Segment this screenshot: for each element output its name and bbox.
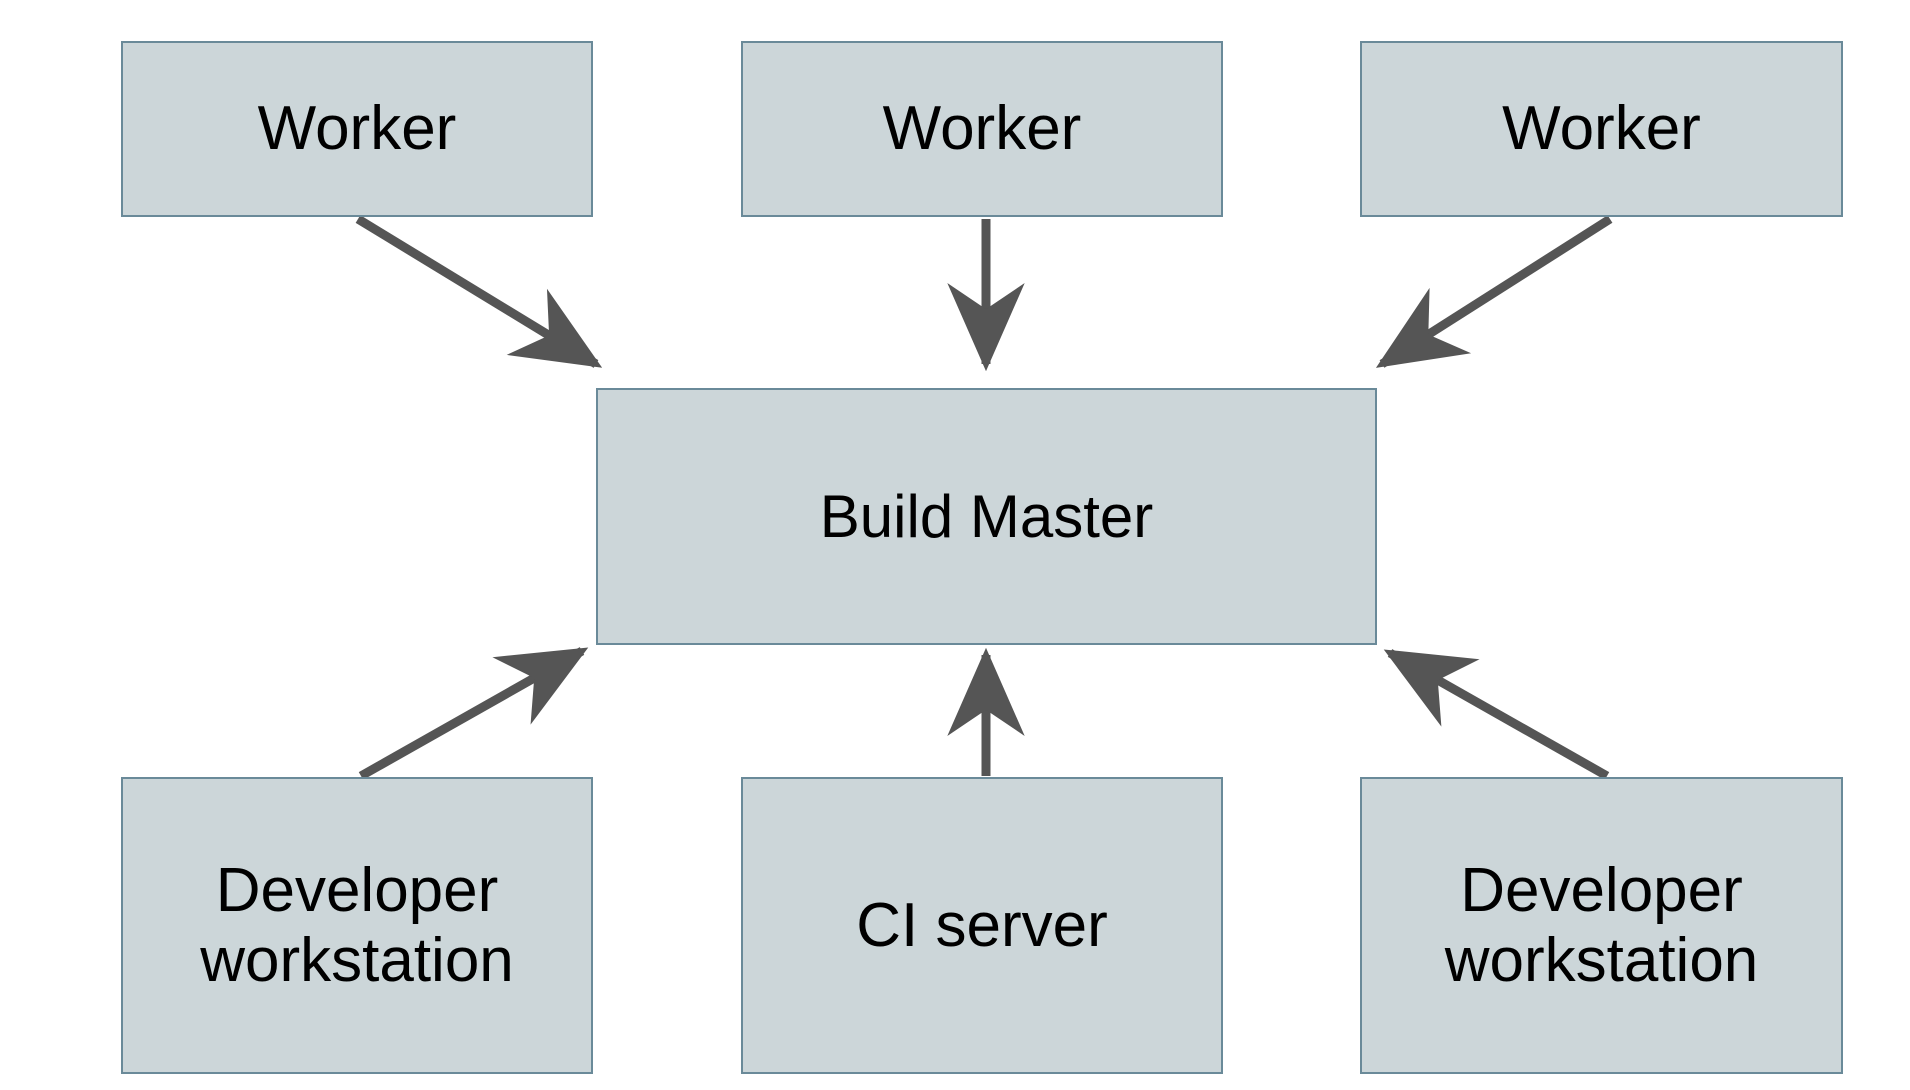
node-developer-workstation-left[interactable]: Developer workstation (121, 777, 593, 1074)
node-ci-server-label: CI server (856, 890, 1108, 960)
node-build-master-label: Build Master (819, 482, 1154, 550)
node-worker-left-label: Worker (257, 94, 457, 164)
node-build-master[interactable]: Build Master (596, 388, 1377, 645)
node-worker-right-label: Worker (1502, 94, 1701, 164)
node-worker-left[interactable]: Worker (121, 41, 593, 217)
edge-worker-left-to-build-master (355, 215, 603, 368)
node-ci-server[interactable]: CI server (741, 777, 1223, 1074)
node-developer-workstation-left-label: Developer workstation (200, 856, 514, 995)
node-developer-workstation-right-label: Developer workstation (1444, 856, 1759, 995)
node-worker-right[interactable]: Worker (1360, 41, 1843, 217)
node-developer-workstation-right[interactable]: Developer workstation (1360, 777, 1843, 1074)
edge-worker-right-to-build-master (1375, 215, 1613, 368)
node-worker-center[interactable]: Worker (741, 41, 1223, 217)
edge-dev-left-to-build-master (358, 647, 589, 780)
edge-dev-right-to-build-master (1383, 649, 1610, 780)
node-worker-center-label: Worker (882, 94, 1082, 164)
